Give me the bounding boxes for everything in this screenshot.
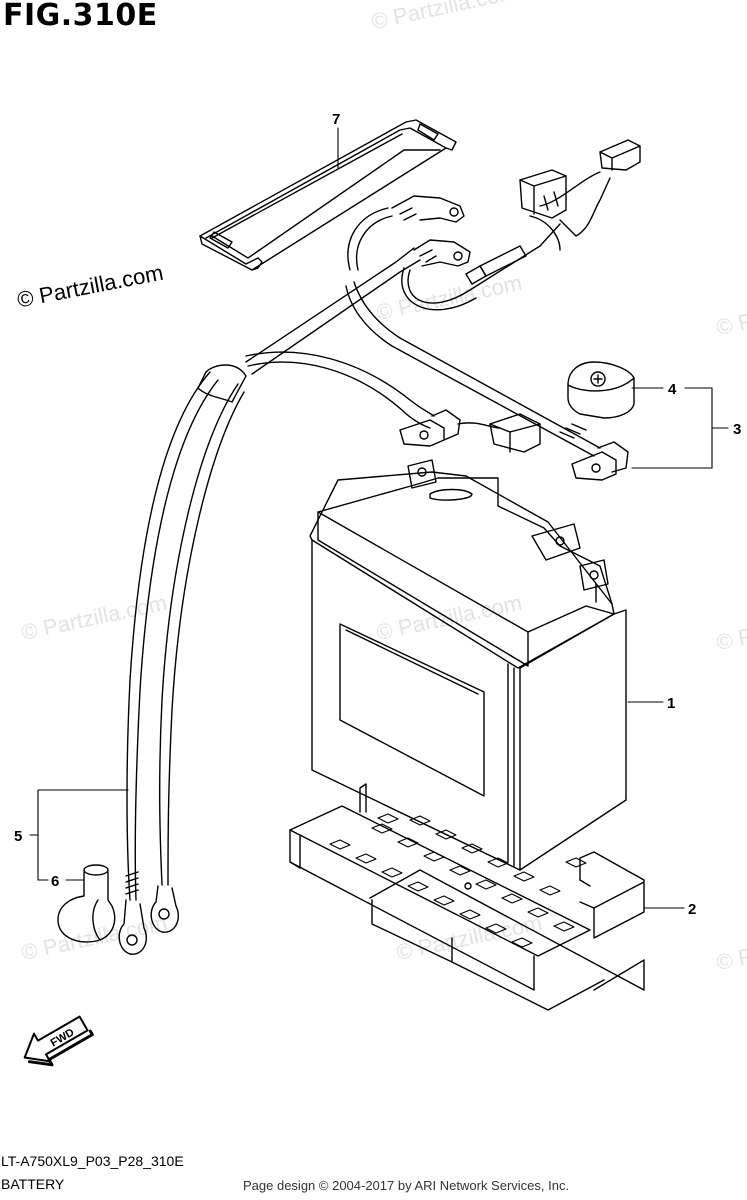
battery[interactable] <box>309 459 627 871</box>
battery-band[interactable] <box>199 119 457 271</box>
callout-1: 1 <box>667 695 675 712</box>
callout-3: 3 <box>733 421 741 438</box>
callout-leaders <box>29 127 729 909</box>
section-name: BATTERY <box>1 1176 65 1192</box>
figure-title: FIG.310E <box>3 0 158 33</box>
cable-cap[interactable] <box>57 864 116 943</box>
sub-harness[interactable] <box>401 139 641 311</box>
page-credit: Page design © 2004-2017 by ARI Network S… <box>243 1178 570 1193</box>
callout-5: 5 <box>14 828 22 845</box>
callout-4: 4 <box>668 381 677 398</box>
bottom-terminals[interactable] <box>399 409 629 481</box>
ring-terminals[interactable] <box>118 871 180 955</box>
model-code: LT-A750XL9_P03_P28_310E <box>1 1153 184 1169</box>
callout-7: 7 <box>332 111 340 128</box>
terminal-cover[interactable] <box>567 361 635 419</box>
callout-2: 2 <box>688 901 696 918</box>
cable-harness[interactable] <box>126 207 601 901</box>
battery-tray[interactable] <box>289 783 645 1011</box>
top-terminals[interactable] <box>391 195 471 267</box>
forward-arrow-icon: FWD <box>23 1015 94 1067</box>
callout-6: 6 <box>51 873 59 890</box>
